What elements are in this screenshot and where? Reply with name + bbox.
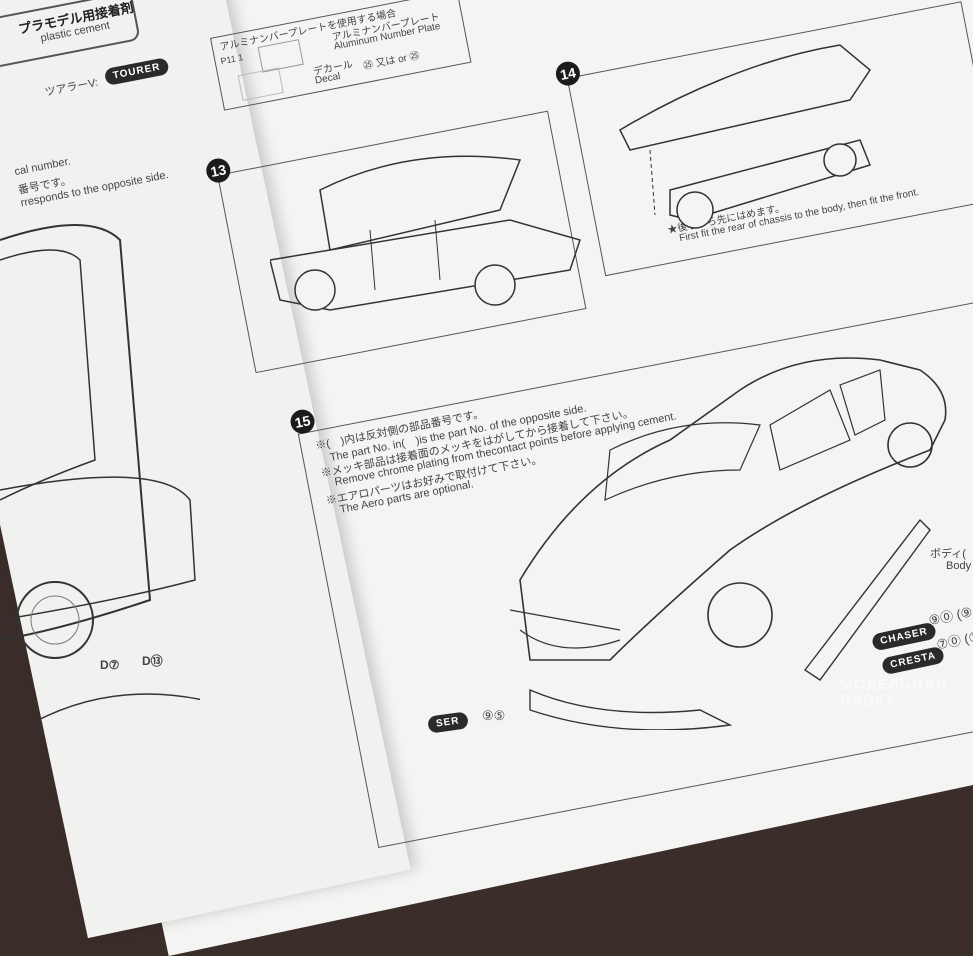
bottom-part: ⑨⑤: [482, 708, 506, 723]
left-car-drawing: [0, 224, 200, 730]
body-label-jp: ボディ(: [930, 548, 966, 560]
tourer-label: ツアラーV:: [43, 76, 100, 99]
watermark-line: МОДЕЛЬНАЯ: [840, 676, 948, 693]
watermark-line: ЛАВКА: [840, 692, 898, 709]
watermark: МОДЕЛЬНАЯ ЛАВКА: [840, 677, 947, 709]
part-d13: D⑬: [142, 654, 163, 668]
body-chassis-drawing: [619, 44, 871, 229]
body-label-en: Body: [946, 560, 972, 572]
car-body-drawing: [509, 357, 947, 730]
part-d7: D⑦: [100, 658, 120, 672]
tourer-badge: TOURER: [103, 57, 170, 86]
chassis-drawing: [270, 155, 581, 311]
